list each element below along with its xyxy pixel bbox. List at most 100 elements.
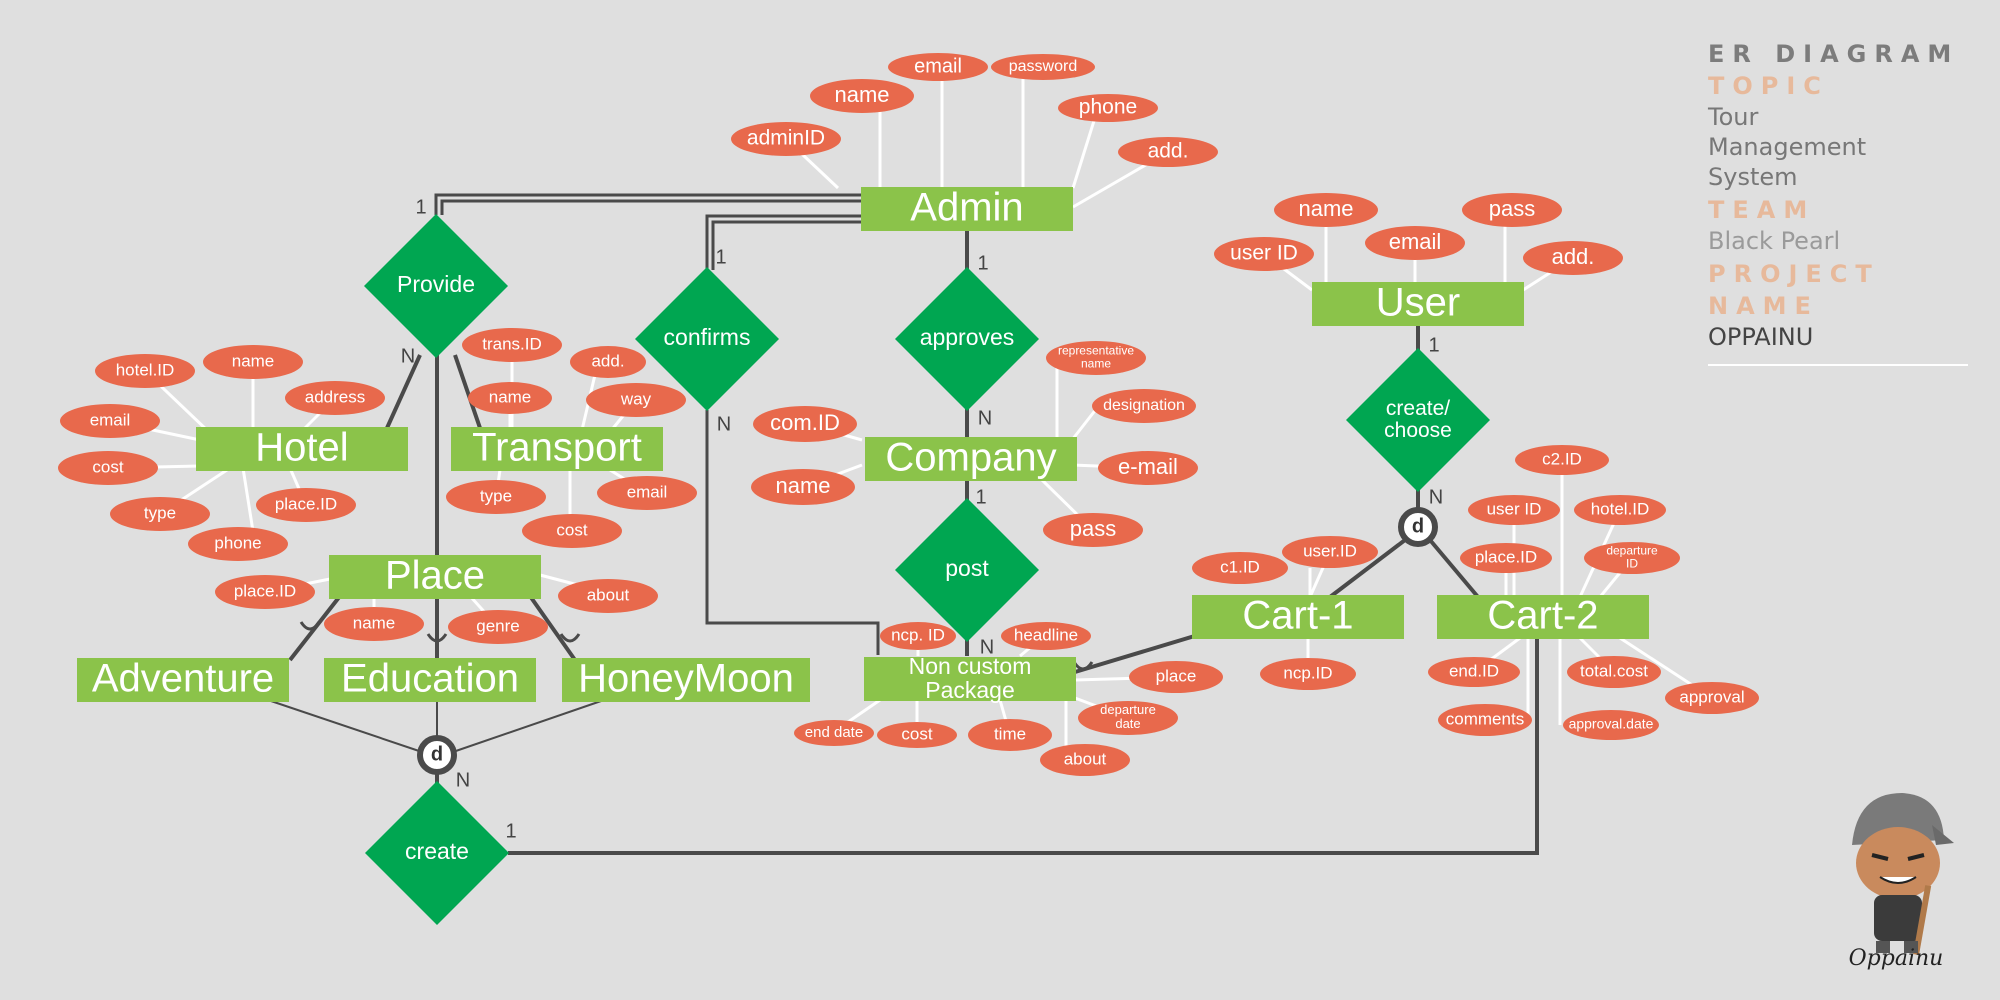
attribute-transport-6-label: cost — [556, 520, 587, 539]
cardinality-label: 1 — [505, 820, 516, 842]
attribute-cart2-3-label: place.ID — [1475, 547, 1537, 566]
attribute-ncp-2-label: place — [1156, 666, 1197, 685]
attribute-transport-3-label: way — [620, 389, 652, 408]
relationship-confirms — [635, 267, 779, 411]
attribute-hotel-1-label: name — [232, 351, 275, 370]
attribute-transport-4-label: type — [480, 486, 512, 505]
disjoint-symbol: d — [431, 743, 443, 765]
relationship-post-label: post — [945, 555, 989, 581]
attribute-hotel-5-label: type — [144, 503, 176, 522]
attribute-hotel-name — [203, 345, 303, 379]
attribute-place-about — [558, 579, 658, 613]
attribute-hotel-hotel-id — [95, 354, 195, 388]
attribute-hotel-place-id — [256, 488, 356, 522]
attribute-admin-phone — [1058, 94, 1158, 122]
attribute-admin-3-label: password — [1009, 58, 1077, 75]
entity-company — [865, 437, 1077, 481]
project-label-2: NAME — [1708, 292, 1819, 320]
attribute-cart2-total-cost — [1567, 656, 1661, 688]
attribute-transport-name — [468, 382, 552, 414]
attribute-hotel-6-label: place.ID — [275, 494, 337, 513]
attribute-user-pass — [1462, 193, 1562, 227]
entity-place — [329, 555, 541, 599]
attribute-admin-add — [1118, 137, 1218, 167]
attribute-place-name — [324, 607, 424, 641]
entity-honeymoon — [562, 658, 810, 702]
attribute-user-4-label: add. — [1552, 244, 1595, 269]
attribute-user-3-label: pass — [1489, 196, 1535, 221]
attribute-ncp-0-label: ncp. ID — [891, 625, 945, 644]
project-label-1: PROJECT — [1708, 260, 1880, 288]
attribute-hotel-2-label: address — [305, 387, 365, 406]
attribute-ncp-6-label: time — [994, 724, 1026, 743]
entity-adventure-label: Adventure — [92, 657, 274, 701]
attribute-admin-email — [888, 53, 988, 81]
attribute-cart1-0-label: c1.ID — [1220, 557, 1260, 576]
attribute-cart2-hotel-id — [1574, 495, 1666, 525]
topic-line-3: System — [1708, 163, 1798, 191]
cardinality-label: N — [456, 769, 470, 791]
attribute-user-1-label: name — [1298, 196, 1353, 221]
attribute-admin-4-label: phone — [1079, 96, 1137, 119]
attribute-admin-name — [810, 79, 914, 113]
attribute-company-com-id — [753, 406, 857, 442]
attribute-cart1-ncp-id — [1260, 658, 1356, 690]
attribute-admin-2-label: email — [914, 55, 962, 77]
attribute-company-name — [751, 469, 855, 505]
attribute-place-2-label: genre — [476, 616, 519, 635]
attribute-user-email — [1365, 226, 1465, 260]
topic-line-2: Management — [1708, 133, 1867, 161]
attribute-transport-2-label: name — [489, 387, 532, 406]
attribute-company-designation — [1092, 389, 1196, 423]
cardinality-label: N — [401, 345, 415, 367]
attribute-ncp-place — [1129, 661, 1223, 693]
attribute-place-place-id — [215, 575, 315, 609]
relationship-approves-label: approves — [920, 324, 1015, 350]
cardinality-label: 1 — [975, 486, 986, 508]
relationship-create_choose — [1346, 348, 1490, 492]
attribute-cart2-comments — [1438, 704, 1532, 736]
entity-adventure — [77, 658, 289, 702]
entity-education — [324, 658, 536, 702]
entity-cart1 — [1192, 595, 1404, 639]
attribute-cart2-0-label: c2.ID — [1542, 449, 1582, 468]
attribute-ncp-4-label: end date — [805, 724, 863, 741]
signature-text: Oppainu — [1849, 946, 1944, 970]
disjoint-symbol: d — [1412, 515, 1424, 537]
attribute-hotel-cost — [58, 451, 158, 485]
attribute-ncp-ncp-id — [880, 622, 956, 650]
attribute-hotel-3-label: email — [90, 410, 131, 429]
cardinality-label: N — [717, 413, 731, 435]
entity-hotel — [196, 427, 408, 471]
attribute-transport-email — [597, 476, 697, 510]
entity-company-label: Company — [885, 436, 1056, 480]
relationship-provide — [364, 214, 508, 358]
attribute-ncp-5-label: cost — [901, 724, 932, 743]
attribute-user-name — [1274, 193, 1378, 227]
attribute-admin-0-label: adminID — [747, 127, 825, 150]
entity-user-label: User — [1376, 281, 1460, 325]
project-name: OPPAINU — [1708, 323, 1814, 351]
attribute-transport-5-label: email — [627, 482, 668, 501]
attribute-cart2-approval-date — [1563, 710, 1659, 740]
entity-transport-label: Transport — [472, 426, 642, 470]
info-panel: ER DIAGRAM TOPIC Tour Management System … — [1708, 38, 1968, 366]
attribute-hotel-7-label: phone — [214, 533, 261, 552]
attribute-hotel-email — [60, 404, 160, 438]
topic-label: TOPIC — [1708, 72, 1829, 100]
topic-line-1: Tour — [1708, 103, 1759, 131]
attribute-ncp-cost — [877, 722, 957, 748]
attribute-transport-1-label: add. — [591, 351, 624, 370]
attribute-ncp-7-label: about — [1064, 749, 1107, 768]
relationship-provide-label: Provide — [397, 271, 475, 297]
attribute-cart2-8-label: comments — [1446, 709, 1524, 728]
entity-admin-label: Admin — [910, 186, 1023, 230]
cardinality-label: 1 — [977, 252, 988, 274]
attribute-admin-password — [991, 54, 1095, 80]
attribute-cart2-c2-id — [1515, 445, 1609, 475]
attribute-place-1-label: name — [353, 613, 396, 632]
attribute-cart1-1-label: user.ID — [1303, 541, 1357, 560]
team-label: TEAM — [1708, 196, 1816, 224]
